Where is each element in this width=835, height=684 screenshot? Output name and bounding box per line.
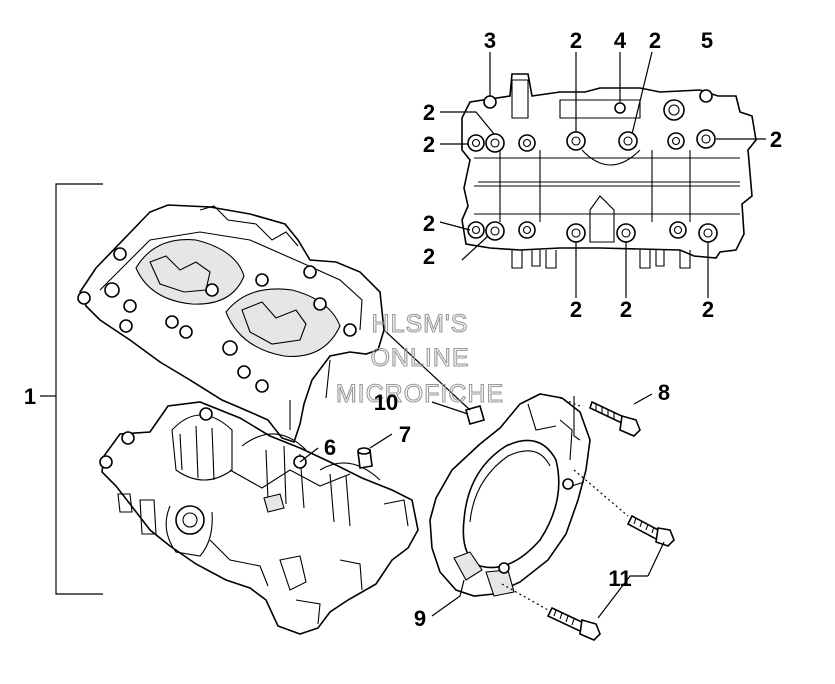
callout-5: 5 (701, 28, 713, 53)
watermark-line-3: MICROFICHE (336, 380, 504, 408)
bearing-housing (429, 393, 591, 597)
crankcase-bottom-view (461, 73, 757, 269)
dowel-10 (465, 405, 485, 425)
callout-2-left-b: 2 (423, 132, 435, 157)
watermark-line-2: ONLINE (370, 344, 469, 372)
callout-2-bottom-b: 2 (620, 297, 632, 322)
callout-2-left-d: 2 (423, 244, 435, 269)
upper-crankcase (77, 204, 385, 444)
dowel-pin-7 (357, 447, 373, 469)
callout-labels: 1 3 2 4 2 5 2 2 2 2 2 2 2 2 10 6 7 8 9 1… (24, 28, 782, 631)
callout-9: 9 (414, 606, 426, 631)
callout-2-right: 2 (770, 127, 782, 152)
callout-2-bottom-c: 2 (702, 297, 714, 322)
callout-2-top-a: 2 (570, 28, 582, 53)
callout-6: 6 (324, 435, 336, 460)
callout-8: 8 (658, 380, 670, 405)
callout-4: 4 (614, 28, 627, 53)
watermark-line-1: HLSM'S (372, 310, 469, 338)
callout-2-bottom-a: 2 (570, 297, 582, 322)
bolt-8 (589, 400, 641, 437)
callout-7: 7 (399, 422, 411, 447)
callout-2-top-b: 2 (649, 28, 661, 53)
leader-lines (40, 51, 766, 619)
bolt-11-lower (546, 606, 601, 641)
callout-11: 11 (608, 566, 631, 591)
callout-10: 10 (374, 390, 398, 415)
lower-crankcase (99, 401, 419, 635)
watermark: HLSM'S ONLINE MICROFICHE (335, 309, 504, 408)
bolt-11-upper (626, 514, 675, 547)
callout-1: 1 (24, 384, 36, 409)
callout-2-left-a: 2 (423, 100, 435, 125)
callout-2-left-c: 2 (423, 211, 435, 236)
callout-3: 3 (484, 28, 496, 53)
